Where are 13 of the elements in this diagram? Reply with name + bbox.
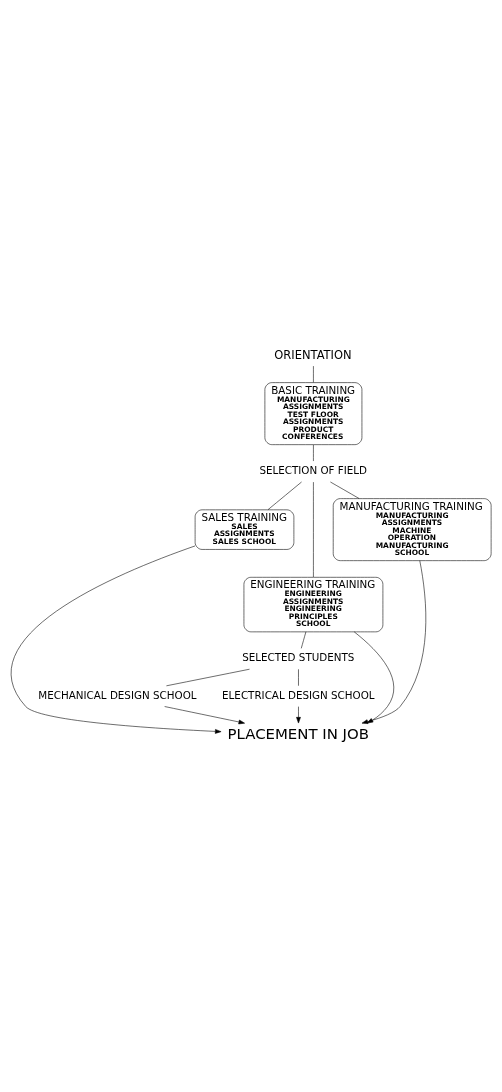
connector [330, 481, 360, 499]
arrow [353, 631, 395, 724]
node-text: MECHANICAL DESIGN SCHOOL [38, 688, 197, 701]
arrow [164, 706, 245, 725]
node-text: SELECTION OF FIELD [259, 464, 368, 477]
arrow [361, 560, 427, 724]
node-text: PLACEMENT IN JOB [227, 724, 370, 743]
node-text: ORIENTATION [274, 347, 352, 362]
arrow [10, 545, 222, 734]
arrow [296, 706, 301, 724]
node-text: SELECTED STUDENTS [242, 651, 355, 664]
connector [267, 481, 302, 511]
node-text: ELECTRICAL DESIGN SCHOOL [222, 688, 375, 701]
